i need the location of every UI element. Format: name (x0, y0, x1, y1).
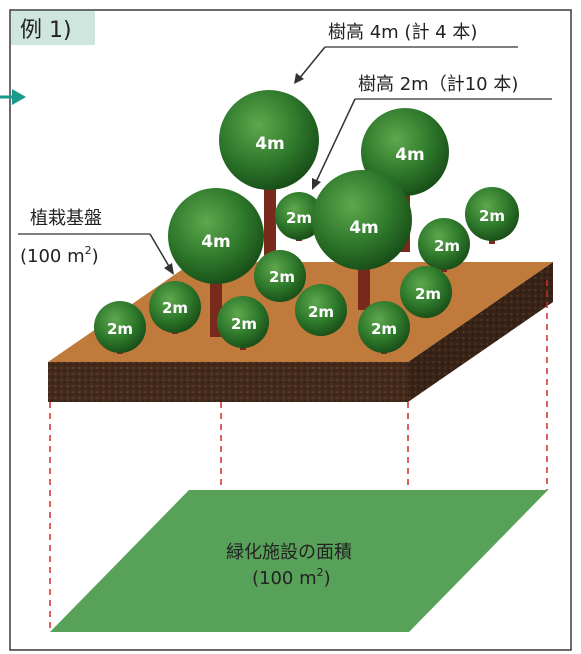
green-area-size: (100 m2) (252, 566, 331, 589)
svg-text:4m: 4m (349, 218, 379, 238)
tree-2m-right-mid: 2m (418, 218, 470, 272)
svg-text:2m: 2m (479, 207, 505, 225)
tree-2m-left-mid: 2m (149, 281, 201, 334)
soil-front-face (48, 362, 408, 402)
svg-text:2m: 2m (107, 320, 133, 338)
tree-2m-front: 2m (217, 296, 269, 350)
svg-text:2m: 2m (162, 299, 188, 317)
base-area: (100 m2) (20, 244, 99, 267)
short-tree-callout: 樹高 2m（計10 本) (358, 74, 518, 95)
tall-tree-callout: 樹高 4m (計 4 本) (328, 22, 477, 43)
tree-2m-front-right: 2m (358, 301, 410, 354)
short-leader-line (315, 98, 356, 183)
example-tag: 例 1) (20, 18, 72, 43)
svg-text:4m: 4m (395, 145, 425, 165)
svg-text:2m: 2m (434, 237, 460, 255)
svg-text:4m: 4m (255, 134, 285, 154)
tree-2m-leader: 2m (275, 192, 323, 241)
base-label: 植栽基盤 (30, 208, 102, 229)
arrow-right-icon (0, 89, 26, 105)
base-leader-line (149, 233, 171, 269)
soil-side-face (408, 262, 553, 402)
tall-leader-line (297, 46, 326, 81)
svg-text:2m: 2m (371, 320, 397, 338)
base-leader-arrowhead (164, 263, 174, 275)
tree-2m-center-left: 2m (254, 250, 306, 302)
svg-text:2m: 2m (286, 209, 312, 227)
tree-2m-front-left: 2m (94, 301, 146, 354)
tree-2m-center-front: 2m (295, 284, 347, 336)
example-tag-bg (11, 11, 95, 45)
green-area-label: 緑化施設の面積 (226, 542, 352, 563)
tree-4m-top: 4m (219, 90, 319, 265)
svg-text:2m: 2m (415, 285, 441, 303)
short-leader-arrowhead (312, 178, 321, 190)
svg-text:2m: 2m (231, 315, 257, 333)
tall-leader-arrowhead (294, 73, 304, 84)
tree-2m-right-front: 2m (400, 266, 452, 318)
svg-text:2m: 2m (269, 268, 295, 286)
svg-text:4m: 4m (201, 232, 231, 252)
svg-text:2m: 2m (308, 303, 334, 321)
green-area-plane (50, 490, 548, 632)
tree-2m-back-right: 2m (465, 187, 519, 244)
tree-4m-center: 4m (312, 170, 412, 310)
